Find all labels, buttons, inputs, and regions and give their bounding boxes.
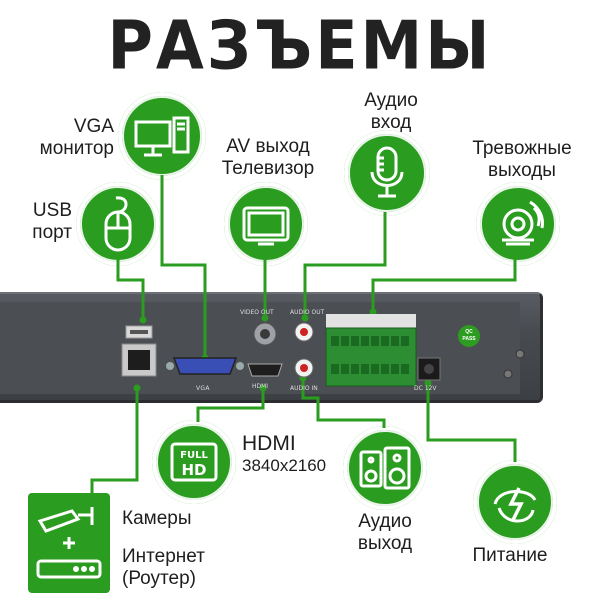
- svg-text:HD: HD: [181, 461, 206, 479]
- svg-text:HDMI: HDMI: [252, 383, 268, 390]
- tv-icon: [224, 182, 308, 266]
- dc-power-jack: [417, 357, 441, 381]
- audio-out-rca: [294, 322, 314, 342]
- power-plug-icon: [473, 460, 557, 544]
- microphone-icon: [344, 130, 430, 216]
- page-title: РАЗЪЕМЫ: [107, 6, 493, 85]
- usb-port: [125, 325, 153, 339]
- svg-text:DC 12V: DC 12V: [414, 385, 437, 392]
- speakers-icon: [343, 426, 427, 510]
- ethernet-port: [121, 343, 157, 377]
- mouse-icon: [76, 182, 160, 266]
- alarm-siren-icon: [476, 182, 560, 266]
- full-hd-icon: FULL HD: [152, 420, 236, 504]
- hdmi-port: [247, 363, 283, 377]
- svg-text:VIDEO OUT: VIDEO OUT: [240, 309, 274, 316]
- camera-router-icon: [28, 493, 110, 593]
- svg-text:FULL: FULL: [180, 450, 208, 461]
- nvr-ports: VGA VIDEO OUT HDMI AUDIO OUT AUDIO IN DC…: [121, 309, 525, 392]
- internet-label: Интернет(Роутер): [122, 546, 205, 589]
- monitor-pc-icon: [118, 92, 206, 180]
- svg-text:VGA: VGA: [196, 385, 210, 392]
- power-label: Питание: [472, 545, 548, 566]
- cameras-label: Камеры: [122, 508, 192, 529]
- audio-in-rca: [294, 358, 314, 378]
- alarm-terminal-block: [325, 314, 417, 387]
- video-out-bnc: [253, 322, 277, 346]
- vga-port: [166, 357, 244, 375]
- svg-text:AUDIO OUT: AUDIO OUT: [290, 309, 325, 316]
- svg-text:AUDIO IN: AUDIO IN: [290, 385, 318, 392]
